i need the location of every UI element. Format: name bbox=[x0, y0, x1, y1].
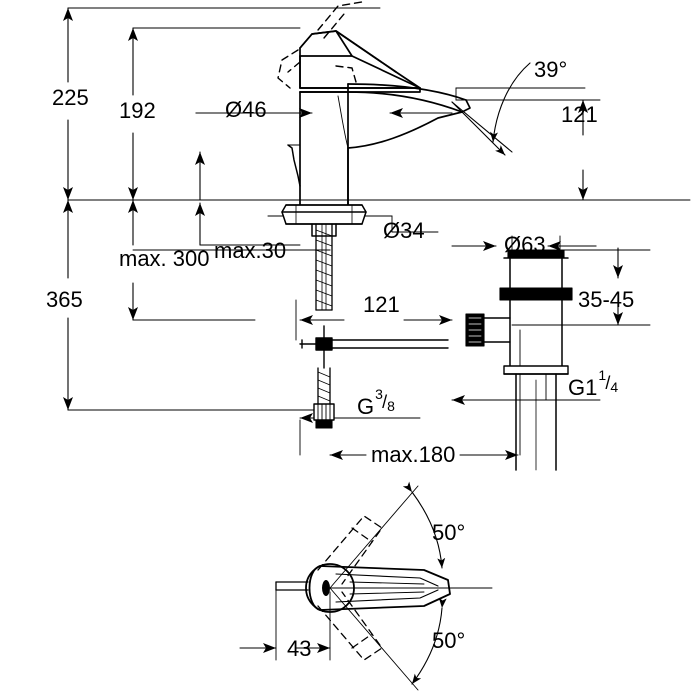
extension-lines bbox=[67, 7, 691, 456]
label-spout-height: 192 bbox=[119, 98, 156, 123]
label-overall-height: 225 bbox=[52, 85, 89, 110]
supply-hose bbox=[313, 367, 335, 429]
popup-lift-rod bbox=[287, 144, 301, 187]
supply-thread-fraction: 3/8 bbox=[375, 386, 395, 414]
mixer-body bbox=[299, 83, 471, 206]
dim-waste-offset bbox=[295, 299, 453, 341]
label-spout-angle: 39° bbox=[534, 57, 568, 82]
plan-view-ghost-positions bbox=[317, 515, 383, 661]
label-waste-offset: 121 bbox=[363, 292, 400, 317]
dim-max-hose bbox=[128, 199, 256, 321]
dim-pivot-offset bbox=[239, 585, 331, 661]
label-body-diameter: Ø34 bbox=[383, 218, 425, 243]
threaded-shank bbox=[315, 223, 333, 311]
label-swivel-right: 50° bbox=[432, 628, 466, 653]
label-drain-depth-range: 35-45 bbox=[578, 287, 635, 312]
dim-max-counter-thickness bbox=[195, 151, 301, 246]
label-swivel-left: 50° bbox=[432, 520, 466, 545]
drain-thread-fraction: 1/4 bbox=[598, 367, 619, 395]
supply-thread-prefix: G bbox=[357, 394, 375, 419]
drain-thread-prefix: G1 bbox=[568, 375, 598, 400]
dim-swivel-up bbox=[402, 481, 446, 569]
label-max-hose: max. 300 bbox=[119, 246, 210, 271]
label-drain-flange-diameter: Ø63 bbox=[504, 232, 546, 257]
drain-body bbox=[465, 249, 573, 471]
label-total-length: 365 bbox=[46, 287, 83, 312]
dim-swivel-down bbox=[411, 597, 447, 685]
label-max-counter-thickness: max.30 bbox=[214, 238, 287, 263]
handle-lever-ghost bbox=[277, 1, 363, 89]
plan-view-angle-construction bbox=[329, 485, 493, 691]
base-escutcheon bbox=[281, 204, 367, 237]
label-max-rod-reach: max.180 bbox=[371, 442, 456, 467]
dim-drain-flange-diameter bbox=[451, 235, 597, 251]
label-pivot-offset: 43 bbox=[287, 636, 312, 661]
label-projection-right: 121 bbox=[561, 102, 598, 127]
label-spout-diameter: Ø46 bbox=[225, 97, 267, 122]
handle-lever bbox=[299, 30, 421, 93]
popup-rod-linkage bbox=[299, 325, 449, 369]
